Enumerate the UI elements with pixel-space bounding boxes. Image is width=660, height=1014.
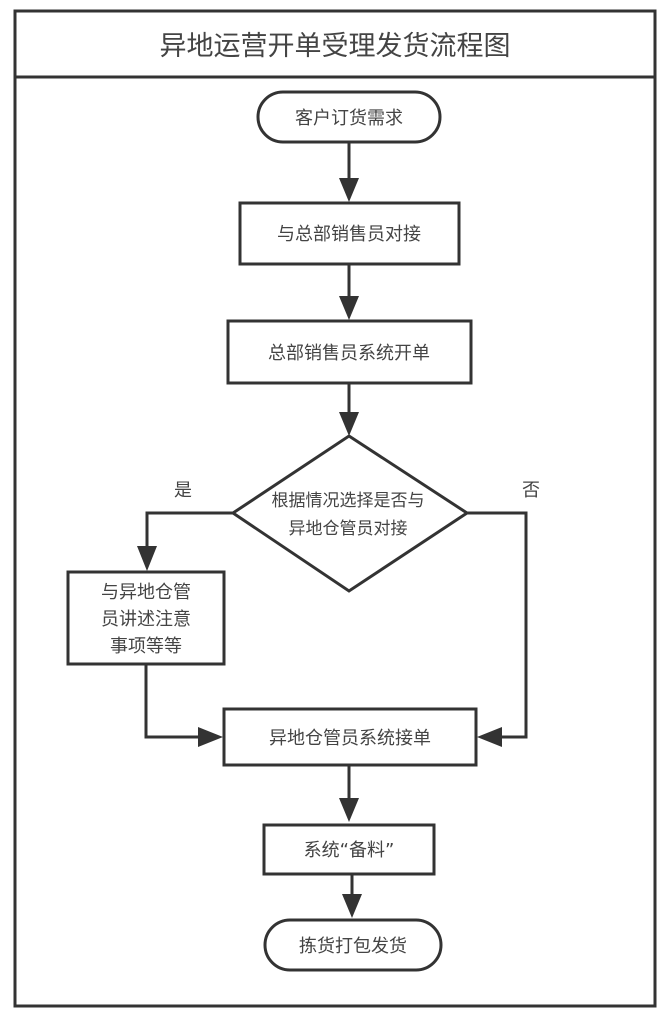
process-brief-warehouse-line1: 与异地仓管	[101, 582, 191, 603]
arrowhead	[339, 178, 359, 202]
process-brief-warehouse-line3: 事项等等	[110, 636, 182, 657]
process-brief-warehouse	[66, 570, 226, 666]
process-sales-order	[226, 319, 473, 385]
process-contact-sales	[238, 201, 461, 266]
arrowhead	[137, 546, 157, 571]
arrowhead	[339, 296, 359, 320]
process-contact-sales-label: 与总部销售员对接	[277, 224, 421, 245]
end-terminal	[263, 918, 443, 972]
process-brief-warehouse-line2: 员讲述注意	[101, 609, 191, 630]
connector-brief-to-receive	[144, 664, 200, 739]
connector-no-branch	[467, 511, 528, 739]
arrowhead	[198, 727, 223, 747]
arrowhead	[342, 894, 362, 918]
process-warehouse-receive	[222, 707, 478, 767]
process-sales-order-label: 总部销售员系统开单	[268, 343, 430, 364]
arrowhead	[339, 798, 359, 822]
branch-label-yes: 是	[174, 480, 192, 501]
diagram-title: 异地运营开单受理发货流程图	[160, 31, 511, 62]
decision-label-line2: 异地仓管员对接	[289, 519, 408, 539]
arrowhead	[339, 412, 359, 436]
start-terminal-label: 客户订货需求	[295, 108, 403, 129]
arrowhead	[477, 727, 502, 747]
decision-diamond	[230, 434, 470, 593]
process-warehouse-receive-label: 异地仓管员系统接单	[269, 728, 431, 749]
end-terminal-label: 拣货打包发货	[299, 936, 407, 957]
branch-label-no: 否	[522, 480, 540, 501]
process-system-prepare-label: 系统“备料”	[304, 840, 395, 861]
diagram-frame	[13, 9, 657, 1008]
connector-yes-branch	[145, 511, 233, 548]
process-system-prepare	[262, 823, 436, 876]
decision-label-line1: 根据情况选择是否与	[272, 491, 425, 511]
